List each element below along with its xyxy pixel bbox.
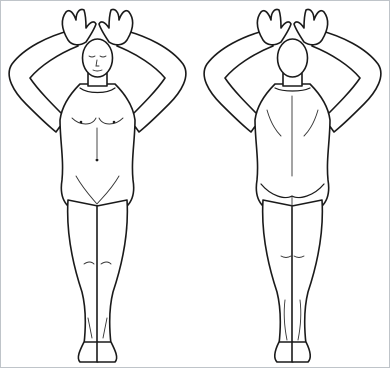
right-leg [292,200,322,344]
body-back-icon [195,0,390,368]
left-hand [257,9,291,44]
left-hand [62,9,96,44]
right-foot [292,342,310,362]
body-front-icon [0,0,195,368]
left-leg [68,200,98,344]
body-front-figure [0,0,195,368]
right-leg [97,200,127,344]
right-hand [99,9,133,44]
left-foot [78,342,98,362]
torso [60,84,135,206]
head [278,39,308,77]
torso [255,84,330,206]
body-back-figure [195,0,390,368]
left-foot [275,342,293,362]
right-hand [294,9,328,44]
right-foot [97,342,117,362]
left-leg [263,200,293,344]
